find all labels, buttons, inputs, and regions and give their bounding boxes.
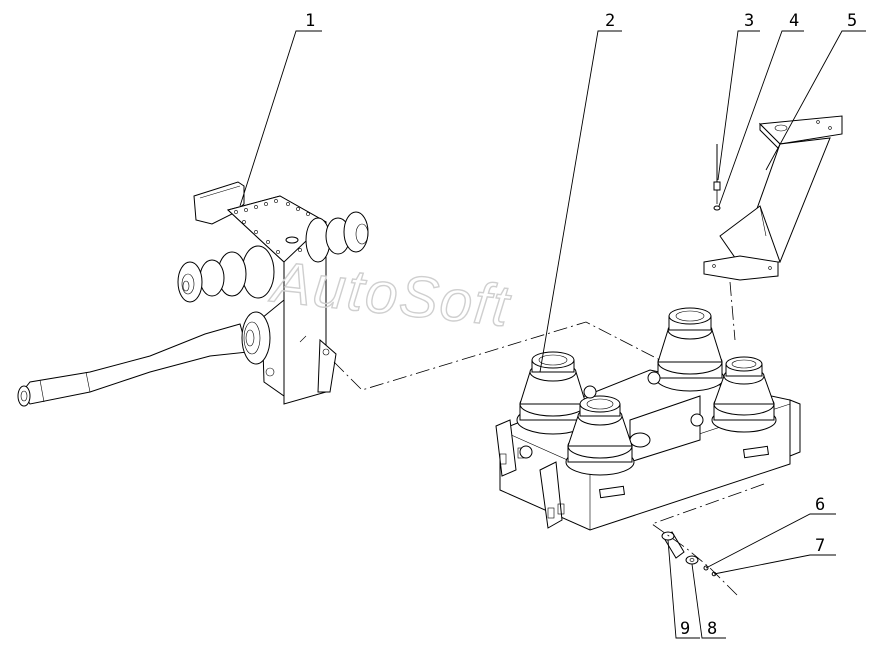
leader-1 [239, 30, 322, 207]
part-1-gearbox-assembly [17, 181, 369, 407]
output-shaft [17, 323, 249, 407]
leader-4 [718, 30, 804, 207]
right-coupling-flange [305, 211, 369, 263]
callout-labels: 1 2 3 4 5 6 7 8 9 [305, 11, 857, 639]
callout-2: 2 [605, 11, 615, 31]
callout-7: 7 [815, 536, 825, 556]
leader-5 [765, 30, 866, 171]
part-8-washer [685, 555, 699, 565]
callout-1: 1 [305, 11, 315, 31]
leader-3 [717, 30, 760, 181]
callout-3: 3 [744, 11, 754, 31]
part-5-support-bracket [703, 115, 843, 281]
part-9-pin [661, 531, 685, 559]
leader-lines [239, 30, 866, 639]
lower-gear-bearing [241, 311, 307, 365]
roller-d [711, 356, 777, 433]
leader-8 [691, 563, 726, 639]
leader-6 [705, 513, 836, 569]
leader-2 [539, 30, 622, 373]
callout-6: 6 [815, 495, 825, 515]
roller-c [565, 395, 635, 476]
callout-8: 8 [707, 619, 717, 639]
leader-7 [713, 554, 836, 575]
part-4-washer [713, 205, 721, 211]
left-coupling-flange [177, 245, 275, 303]
assembly-center-lines [333, 190, 765, 597]
part-2-roller-frame-assembly [495, 307, 801, 531]
roller-a [516, 351, 590, 435]
callout-9: 9 [680, 619, 690, 639]
part-3-bolt [713, 144, 721, 191]
roller-b [655, 307, 725, 392]
leader-9 [667, 539, 700, 639]
gearbox-housing [226, 195, 337, 405]
callout-4: 4 [789, 11, 799, 31]
callout-5: 5 [847, 11, 857, 31]
